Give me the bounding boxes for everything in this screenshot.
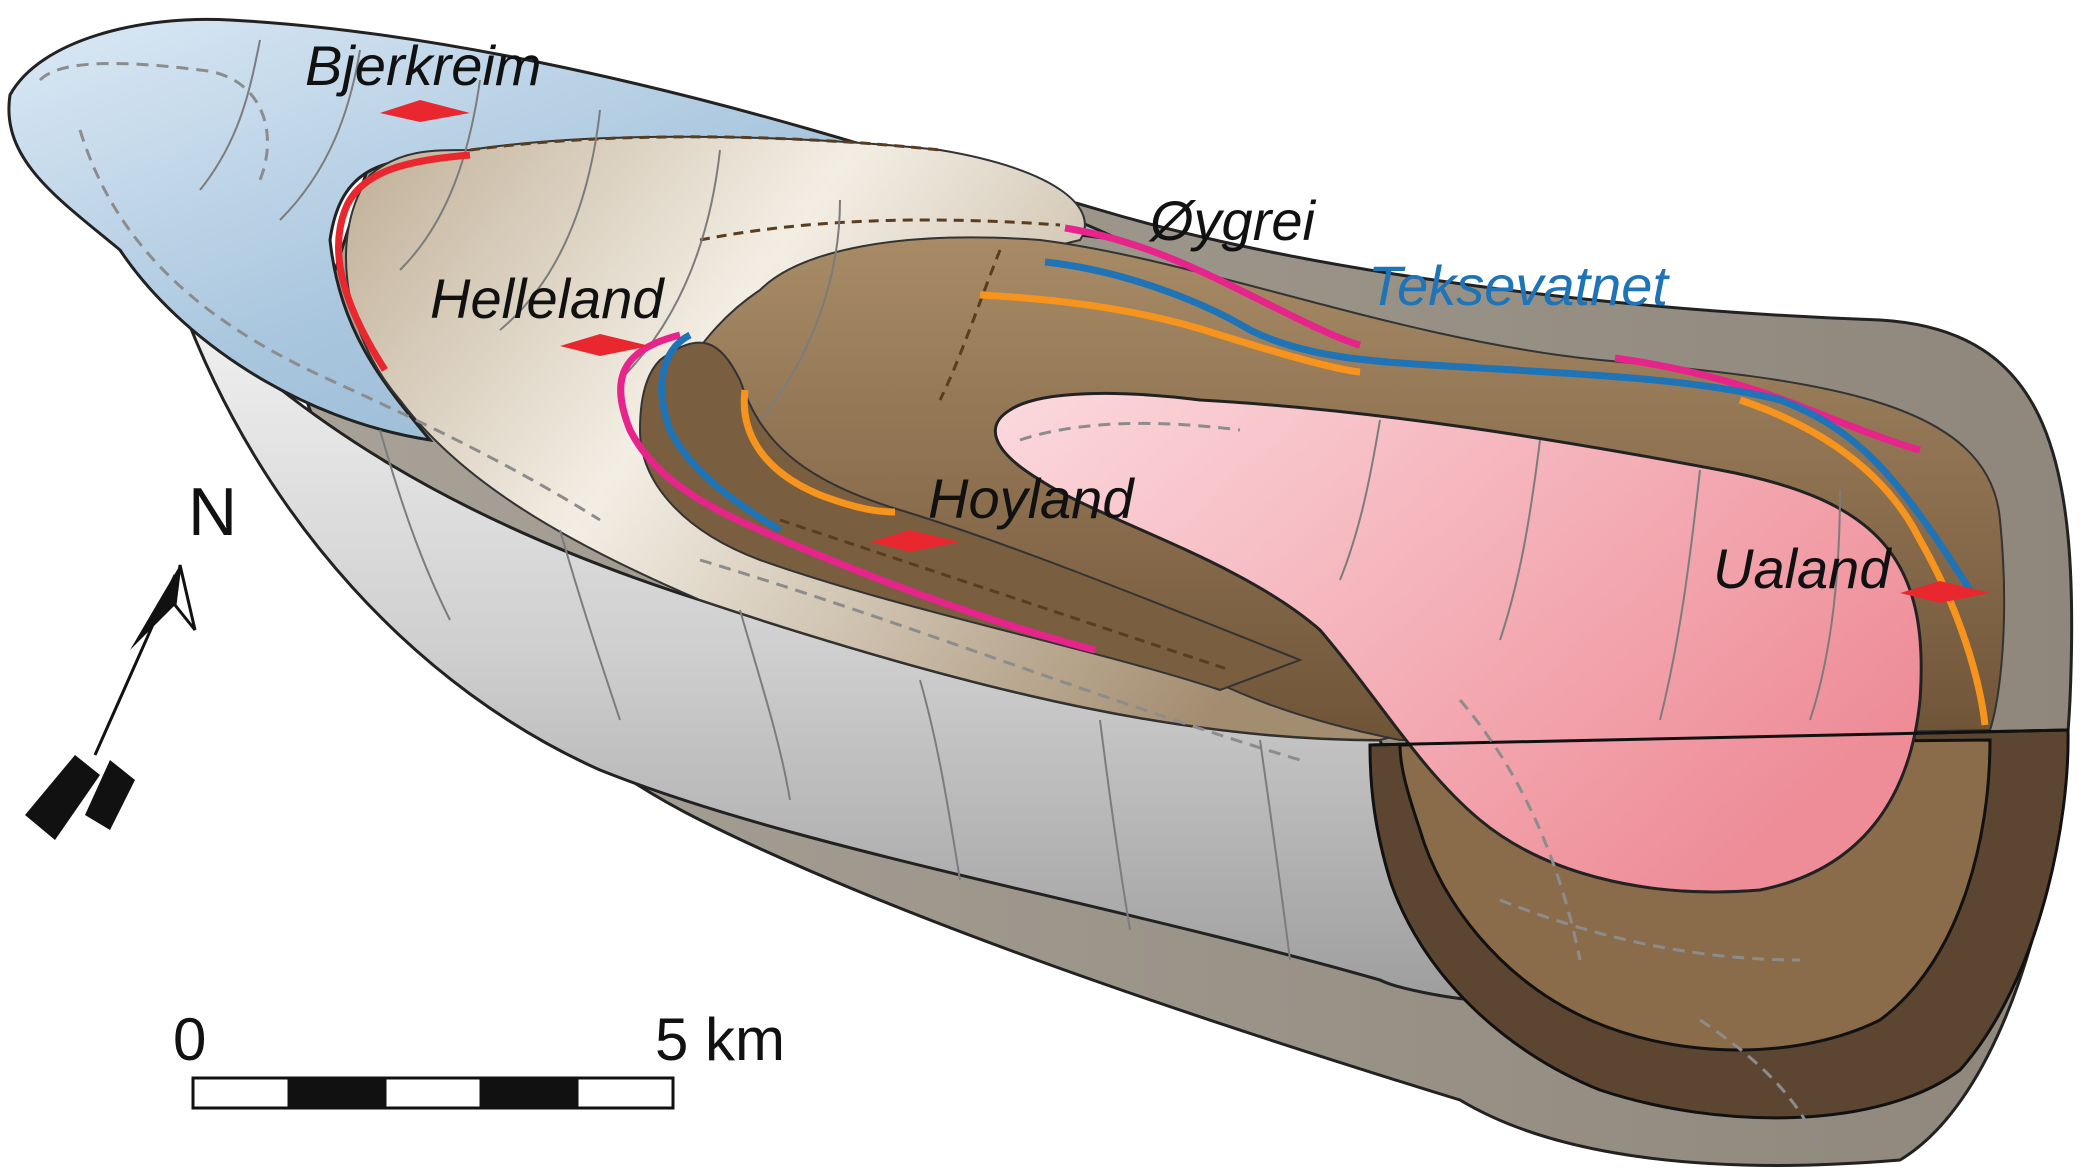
pink-core [993, 391, 1923, 894]
label-ualand: Ualand [1713, 537, 1892, 600]
ualand-marker [1900, 581, 1990, 603]
section-line [1369, 728, 2069, 747]
arrow-tail-left-icon [25, 755, 100, 840]
bjerkreim-marker [380, 100, 470, 122]
orange-contact-lines [740, 291, 1989, 726]
north-arrow-head-black-icon [130, 565, 180, 650]
label-bjerkreim: Bjerkreim [305, 34, 541, 97]
helleland-marker [560, 334, 650, 356]
blue-contact-lines [658, 258, 1973, 592]
hoyland-marker [870, 530, 960, 552]
label-helleland: Helleland [430, 267, 665, 330]
scale-segment-3 [383, 1076, 483, 1110]
lower-grey-shell [178, 298, 1483, 1002]
scale-segment-2 [287, 1076, 387, 1110]
label-teksevatnet: Teksevatnet [1368, 254, 1670, 317]
scale-bar: 0 5 km [173, 1006, 785, 1110]
red-contact-line [335, 151, 471, 372]
brown-dashed-contours [469, 135, 1231, 672]
scale-segment-1 [191, 1076, 291, 1110]
arrow-tail-right-icon [85, 760, 135, 830]
scale-segment-4 [479, 1076, 579, 1110]
label-oygrei: Øygrei [1148, 189, 1316, 252]
north-label: N [188, 474, 237, 550]
dashed-contours [38, 61, 1822, 1151]
brown-inner-limb [638, 341, 1303, 692]
scale-segment-5 [575, 1076, 675, 1110]
label-hoyland: Hoyland [928, 467, 1135, 530]
locality-markers [380, 100, 1990, 603]
scale-start-label: 0 [173, 1006, 206, 1073]
rib-lines [199, 39, 1841, 961]
north-arrow: N [25, 474, 237, 840]
scale-end-label: 5 km [655, 1006, 785, 1073]
